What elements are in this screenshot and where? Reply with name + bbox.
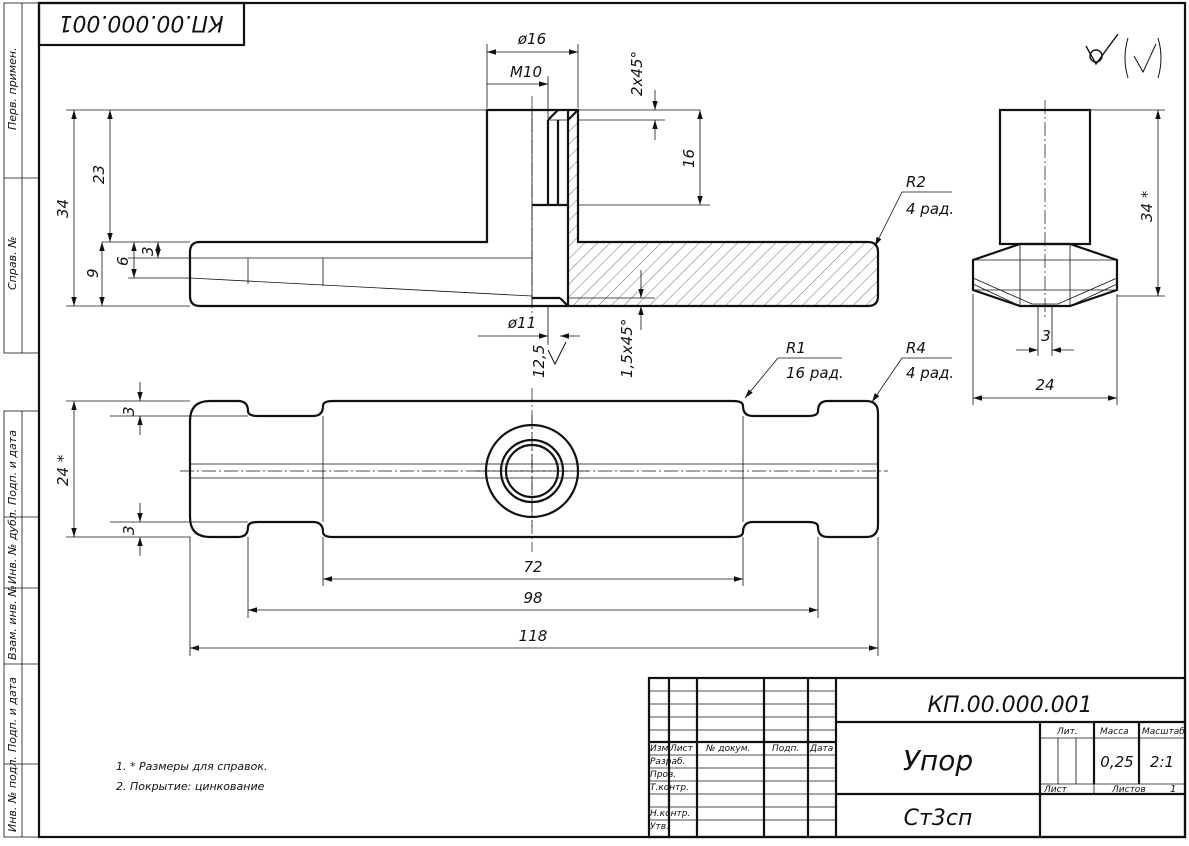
dim-length-118: 118 bbox=[519, 627, 548, 645]
tb-listov-value: 1 bbox=[1170, 784, 1176, 795]
dim-thread-m10: M10 bbox=[510, 63, 542, 81]
tb-head-masshtab: Масштаб bbox=[1142, 727, 1185, 737]
perv-primen-label: Перв. примен. bbox=[6, 47, 19, 130]
title-designation: КП.00.000.001 bbox=[927, 693, 1092, 718]
tb-row-razrab: Разраб. bbox=[650, 757, 685, 767]
dim-length-98: 98 bbox=[523, 589, 542, 607]
dim-side-3: 3 bbox=[1041, 327, 1051, 345]
dim-radius-r1: R1 bbox=[786, 339, 806, 357]
dim-height-3: 3 bbox=[139, 246, 157, 256]
dim-radius-r4-note: 4 рад. bbox=[906, 364, 954, 382]
tb-list-label: Лист bbox=[1043, 785, 1068, 795]
inv-podl-label: Инв. № подл. bbox=[6, 756, 19, 832]
dim-width-24-ref: 24 * bbox=[54, 454, 72, 486]
tb-listov-label: Листов bbox=[1111, 785, 1146, 795]
inv-dubl-label: Инв. № дубл. bbox=[6, 509, 19, 584]
dim-height-6: 6 bbox=[114, 256, 132, 266]
dim-height-16: 16 bbox=[680, 149, 698, 168]
note-2: 2. Покрытие: цинкование bbox=[116, 780, 265, 793]
dim-side-width-24: 24 bbox=[1035, 376, 1054, 394]
dim-height-34: 34 bbox=[54, 199, 72, 218]
tb-col-podp: Подп. bbox=[772, 744, 799, 754]
dim-chamfer-1-5x45: 1,5х45° bbox=[618, 319, 636, 378]
side-view-dimensions: 34 * 3 24 bbox=[972, 109, 1165, 405]
note-1: 1. * Размеры для справок. bbox=[116, 760, 268, 773]
designation-rotated: КП.00.000.001 bbox=[58, 10, 223, 35]
dim-chamfer-2x45: 2х45° bbox=[628, 51, 646, 96]
tb-col-data: Дата bbox=[809, 744, 833, 754]
tb-massa-value: 0,25 bbox=[1100, 753, 1133, 771]
tb-row-tkontr: Т.контр. bbox=[650, 783, 689, 793]
dim-radius-r2: R2 bbox=[906, 173, 926, 191]
tb-head-lit: Лит. bbox=[1056, 727, 1078, 737]
dim-top-3b: 3 bbox=[120, 525, 138, 535]
top-view-dimensions: 24 * 3 3 72 98 118 R1 16 рад. R4 4 рад. bbox=[54, 339, 954, 656]
front-view-dimensions: ø16 M10 2х45° 16 34 23 9 6 3 ø11 12,5 bbox=[54, 30, 954, 378]
title-block: КП.00.000.001 Упор Ст3сп Изм. Лист № док… bbox=[647, 676, 1187, 839]
podp-data-label-2: Подп. и дата bbox=[6, 677, 19, 752]
dim-radius-r1-note: 16 рад. bbox=[786, 364, 844, 382]
tb-row-prov: Пров. bbox=[650, 770, 676, 780]
roughness-symbol-general bbox=[1085, 33, 1162, 79]
dim-diameter-11: ø11 bbox=[507, 314, 536, 332]
podp-data-label-1: Подп. и дата bbox=[6, 430, 19, 505]
tb-head-massa: Масса bbox=[1100, 727, 1129, 737]
sprav-no-label: Справ. № bbox=[6, 236, 19, 290]
tb-col-dokum: № докум. bbox=[705, 744, 750, 754]
tb-row-nkontr: Н.контр. bbox=[650, 809, 690, 819]
technical-notes: 1. * Размеры для справок. 2. Покрытие: ц… bbox=[116, 760, 268, 793]
dim-height-9: 9 bbox=[84, 268, 102, 278]
tb-col-list: Лист bbox=[669, 744, 694, 754]
vzam-inv-label: Взам. инв. № bbox=[6, 585, 19, 660]
roughness-12-5: 12,5 bbox=[530, 345, 548, 378]
side-stamp-labels: Перв. примен. Справ. № Подп. и дата Инв.… bbox=[6, 47, 19, 832]
title-material: Ст3сп bbox=[904, 806, 973, 831]
dim-height-23: 23 bbox=[90, 165, 108, 184]
title-part-name: Упор bbox=[903, 744, 973, 777]
dim-diameter-16: ø16 bbox=[517, 30, 546, 48]
front-view bbox=[188, 96, 880, 320]
top-view bbox=[180, 388, 888, 552]
dim-radius-r4: R4 bbox=[906, 339, 926, 357]
sheet-frame bbox=[3, 1, 1187, 839]
side-view bbox=[971, 100, 1119, 318]
tb-masshtab-value: 2:1 bbox=[1150, 753, 1174, 771]
dim-radius-r2-note: 4 рад. bbox=[906, 200, 954, 218]
tb-col-izm: Изм. bbox=[650, 744, 671, 754]
tb-row-utv: Утв. bbox=[650, 822, 669, 832]
dim-side-height-34: 34 * bbox=[1138, 190, 1156, 222]
dim-top-3a: 3 bbox=[120, 406, 138, 416]
dim-length-72: 72 bbox=[523, 558, 542, 576]
